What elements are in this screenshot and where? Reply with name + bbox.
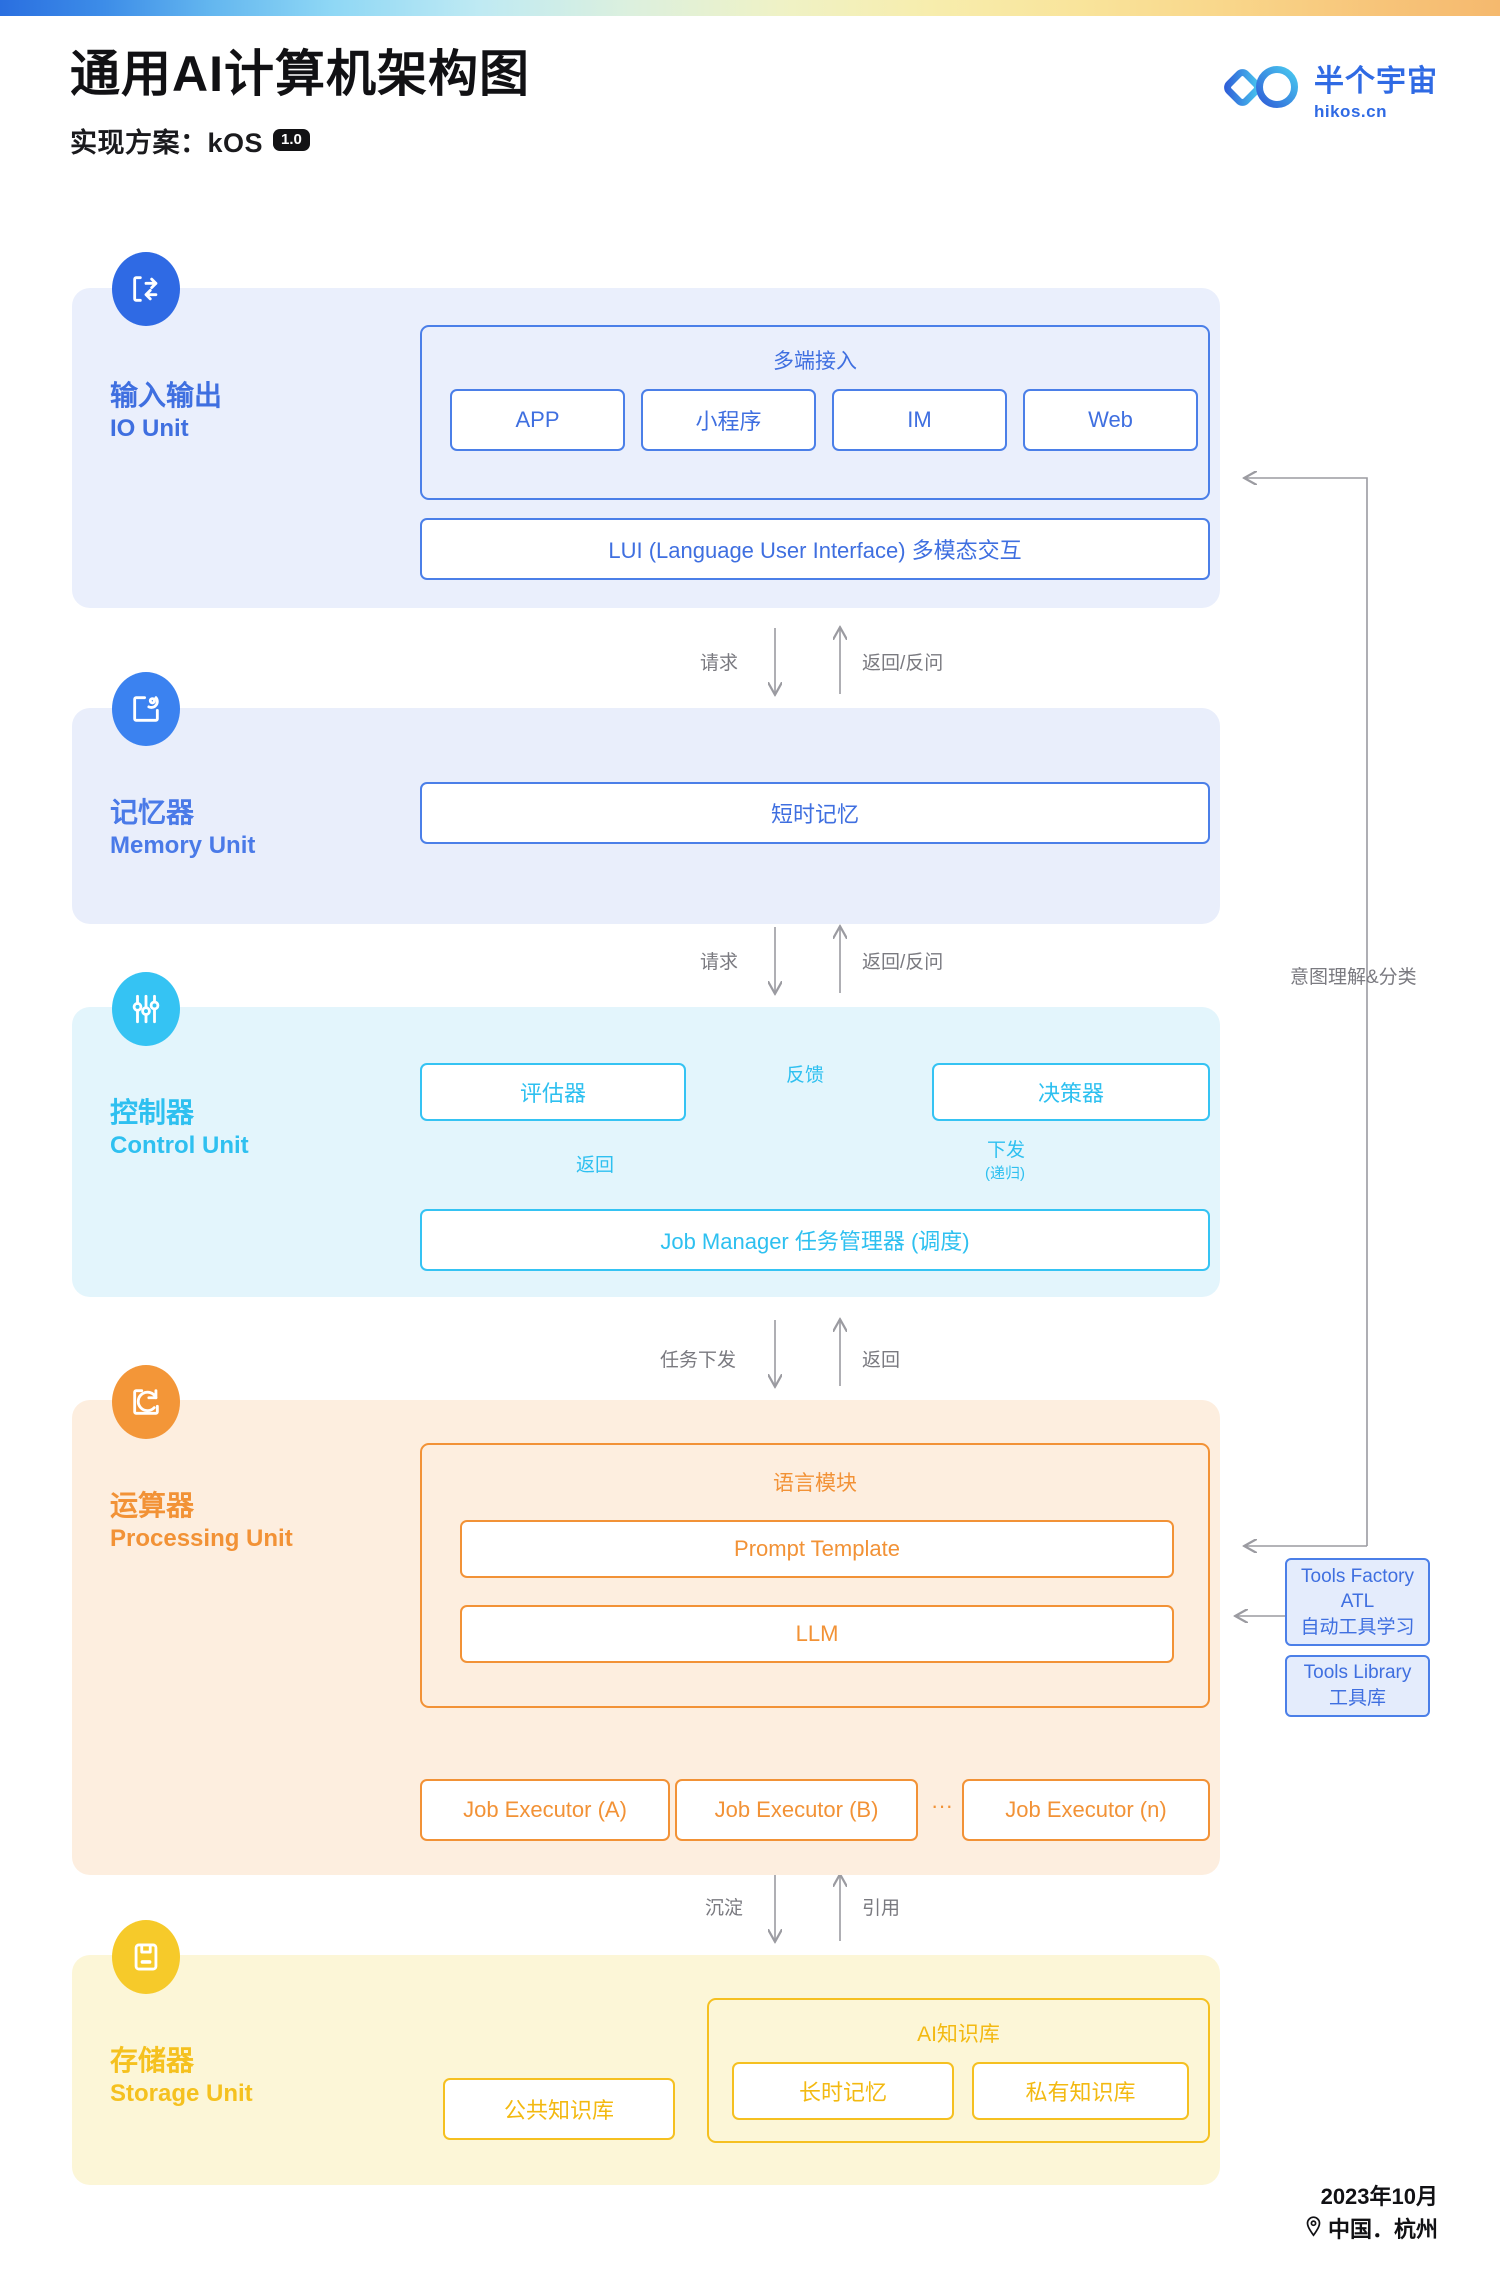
flow-label-processing-down: 沉淀 [705, 1898, 744, 1919]
io-channel-list: APP 小程序 IM Web [450, 389, 1198, 451]
storage-unit-label: 存储器 Storage Unit [110, 2043, 253, 2109]
page-title: 通用AI计算机架构图 [70, 46, 530, 102]
flow-label-processing-up: 引用 [862, 1898, 901, 1919]
control-decider-box[interactable]: 决策器 [932, 1063, 1210, 1121]
flow-label-control-down: 任务下发 [660, 1350, 737, 1371]
flow-label-dispatch-sub: (递归) [985, 1165, 1025, 1182]
flow-label-memory-down: 请求 [700, 952, 739, 973]
processing-refresh-icon [112, 1365, 180, 1439]
storage-public-kb-box[interactable]: 公共知识库 [443, 2078, 675, 2140]
flow-label-memory-up: 返回/反问 [862, 952, 944, 973]
io-group-title: 多端接入 [773, 350, 857, 373]
flow-label-control-up: 返回 [862, 1350, 901, 1371]
processing-unit-name-en: Processing Unit [110, 1525, 293, 1552]
control-unit-name-cn: 控制器 [110, 1097, 195, 1128]
subtitle-row: 实现方案：kOS 1.0 [70, 121, 530, 160]
io-lui-box[interactable]: LUI (Language User Interface) 多模态交互 [420, 518, 1210, 580]
flow-label-return: 返回 [576, 1155, 615, 1176]
memory-short-term-box[interactable]: 短时记忆 [420, 782, 1210, 844]
map-pin-icon [1305, 2213, 1322, 2246]
flow-label-intent: 意图理解&分类 [1290, 967, 1417, 988]
io-unit-label: 输入输出 IO Unit [110, 378, 222, 444]
top-gradient-bar [0, 0, 1500, 16]
tools-factory-line1: Tools Factory [1301, 1565, 1414, 1587]
io-channel-im[interactable]: IM [832, 389, 1007, 451]
footer-date: 2023年10月 [1320, 2184, 1438, 2209]
processing-unit-name-cn: 运算器 [110, 1490, 195, 1521]
brand-text: 半个宇宙 hikos.cn [1314, 56, 1438, 122]
storage-group-title: AI知识库 [917, 2023, 1000, 2046]
processing-prompt-template-box[interactable]: Prompt Template [460, 1520, 1174, 1578]
tools-library-box[interactable]: Tools Library 工具库 [1285, 1655, 1430, 1717]
processing-job-executor-n[interactable]: Job Executor (n) [962, 1779, 1210, 1841]
io-unit-name-en: IO Unit [110, 415, 189, 442]
io-channel-miniprogram[interactable]: 小程序 [641, 389, 816, 451]
brand-url: hikos.cn [1314, 102, 1387, 121]
brand-name: 半个宇宙 [1314, 65, 1438, 98]
control-job-manager-box[interactable]: Job Manager 任务管理器 (调度) [420, 1209, 1210, 1271]
footer: 2023年10月 中国．杭州 [1305, 2180, 1438, 2246]
footer-location-text: 中国．杭州 [1327, 2217, 1438, 2242]
memory-pen-icon [112, 672, 180, 746]
storage-unit-name-en: Storage Unit [110, 2080, 253, 2107]
processing-unit-label: 运算器 Processing Unit [110, 1488, 293, 1554]
io-exchange-icon [112, 252, 180, 326]
flow-label-io-up: 返回/反问 [862, 653, 944, 674]
tools-factory-line3: 自动工具学习 [1300, 1616, 1415, 1638]
processing-group-title: 语言模块 [773, 1472, 857, 1495]
implementation-label: 实现方案：kOS [70, 127, 264, 158]
control-evaluator-box[interactable]: 评估器 [420, 1063, 686, 1121]
processing-llm-box[interactable]: LLM [460, 1605, 1174, 1663]
infinity-logo-icon [1224, 64, 1302, 115]
flow-label-feedback: 反馈 [786, 1065, 825, 1086]
processing-language-module-group: 语言模块 Prompt Template LLM [420, 1443, 1210, 1708]
flow-label-dispatch: 下发 (递归) [985, 1135, 1025, 1183]
storage-private-kb-box[interactable]: 私有知识库 [972, 2062, 1189, 2120]
storage-ai-kb-group: AI知识库 长时记忆 私有知识库 [707, 1998, 1210, 2143]
page-header: 通用AI计算机架构图 实现方案：kOS 1.0 [70, 48, 530, 160]
io-channel-web[interactable]: Web [1023, 389, 1198, 451]
processing-job-executor-b[interactable]: Job Executor (B) [675, 1779, 918, 1841]
io-unit-name-cn: 输入输出 [110, 380, 223, 411]
version-badge: 1.0 [273, 129, 310, 151]
footer-location-row: 中国．杭州 [1305, 2213, 1438, 2246]
floppy-disk-icon [112, 1920, 180, 1994]
tools-library-line2: 工具库 [1328, 1688, 1386, 1709]
tools-library-line1: Tools Library [1303, 1662, 1412, 1684]
control-unit-name-en: Control Unit [110, 1132, 249, 1159]
io-multichannel-group: 多端接入 APP 小程序 IM Web [420, 325, 1210, 500]
storage-long-memory-box[interactable]: 长时记忆 [732, 2062, 954, 2120]
memory-unit-name-en: Memory Unit [110, 832, 256, 859]
tools-factory-box[interactable]: Tools Factory ATL 自动工具学习 [1285, 1558, 1430, 1646]
tools-factory-line2: ATL [1340, 1591, 1375, 1613]
storage-unit-name-cn: 存储器 [110, 2045, 195, 2076]
memory-unit-name-cn: 记忆器 [110, 797, 195, 828]
sliders-icon [112, 972, 180, 1046]
memory-unit-label: 记忆器 Memory Unit [110, 795, 255, 861]
processing-executors-ellipsis: ··· [931, 1793, 953, 1818]
control-unit-label: 控制器 Control Unit [110, 1095, 249, 1161]
flow-label-dispatch-main: 下发 [986, 1140, 1025, 1161]
flow-label-io-down: 请求 [700, 653, 739, 674]
processing-job-executor-a[interactable]: Job Executor (A) [420, 1779, 670, 1841]
brand-logo: 半个宇宙 hikos.cn [1224, 56, 1438, 122]
io-channel-app[interactable]: APP [450, 389, 625, 451]
